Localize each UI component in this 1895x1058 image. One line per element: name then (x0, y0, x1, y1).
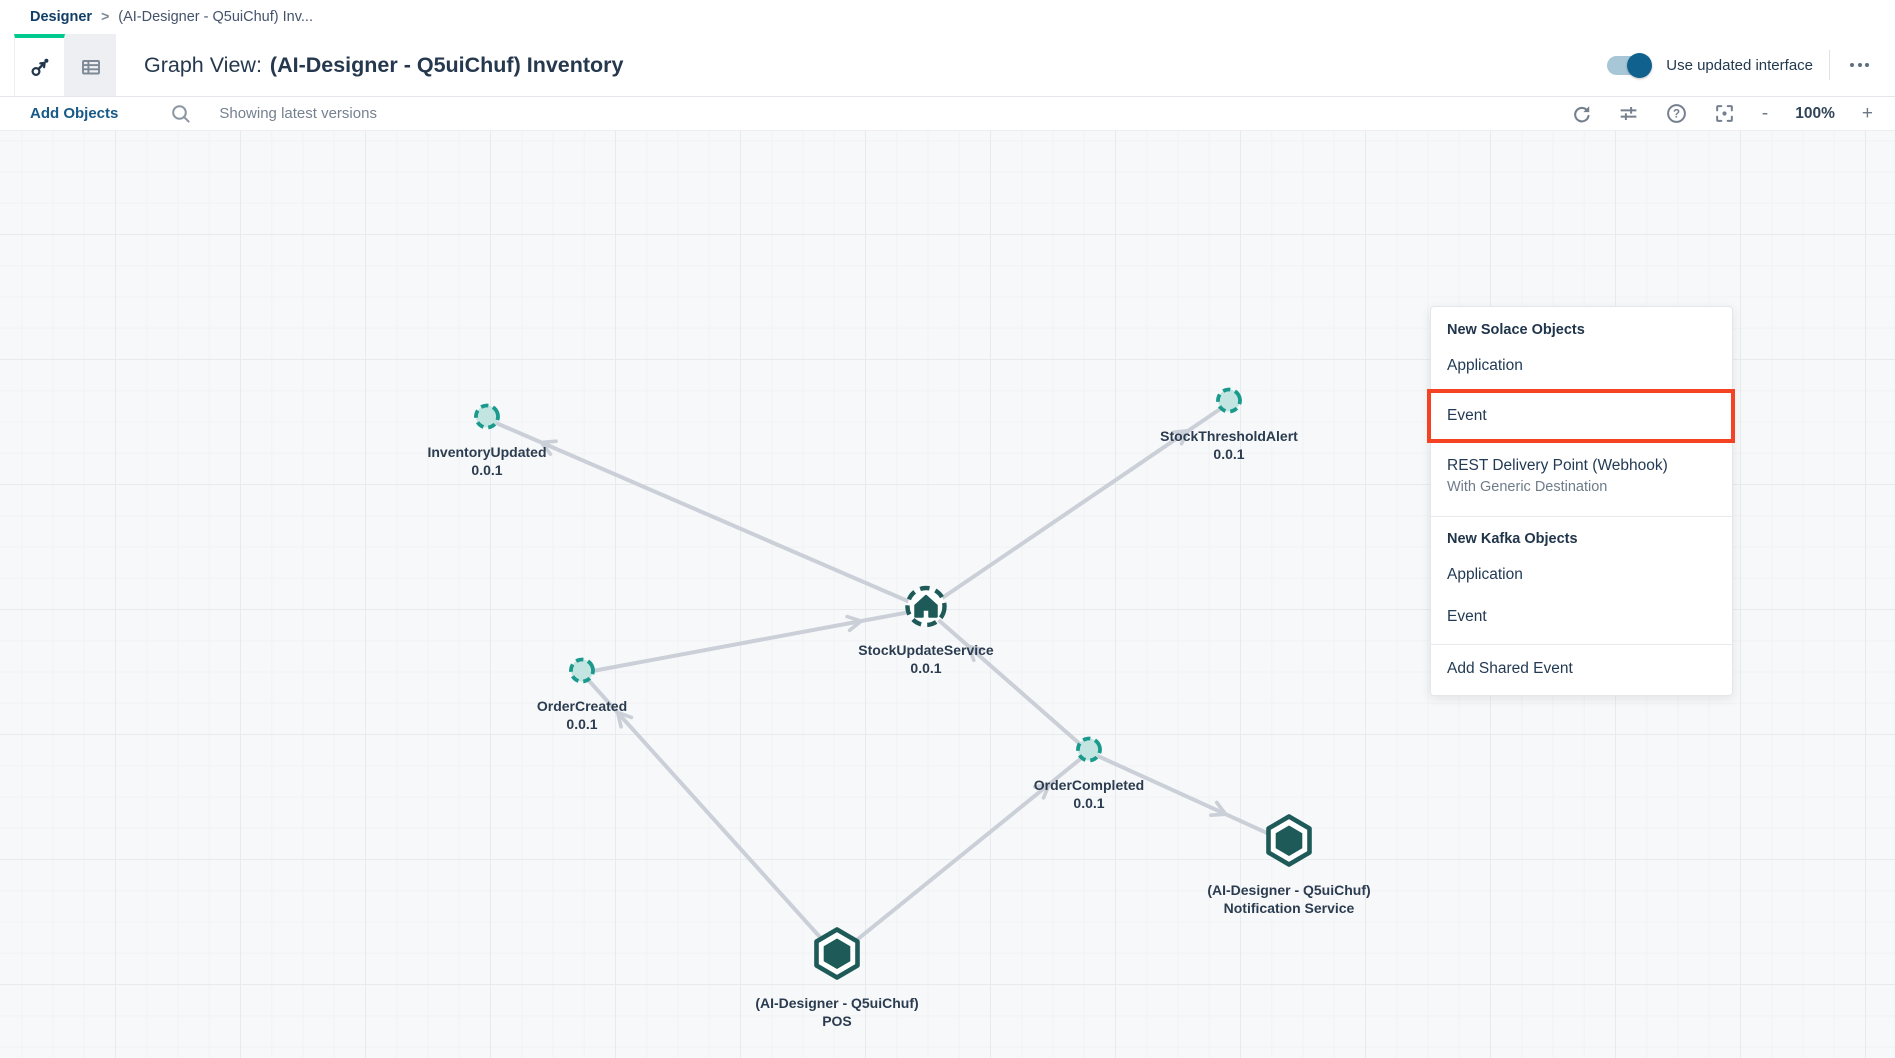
menu-item-label: REST Delivery Point (Webhook) (1447, 457, 1668, 474)
page-title-name: (AI-Designer - Q5uiChuf) Inventory (269, 52, 624, 77)
svg-text:?: ? (1673, 109, 1680, 121)
zoom-level: 100% (1795, 104, 1835, 122)
view-tabs (14, 34, 116, 96)
status-text: Showing latest versions (219, 105, 377, 122)
refresh-icon[interactable] (1570, 103, 1591, 124)
graph-node-OrderCreated[interactable] (565, 654, 599, 693)
graph-node-POS[interactable] (808, 923, 866, 990)
header: Graph View: (AI-Designer - Q5uiChuf) Inv… (0, 34, 1895, 97)
application-hexagon-icon (1266, 814, 1312, 867)
page-title-prefix: Graph View: (144, 52, 262, 77)
menu-item-solace-event[interactable]: Event (1427, 389, 1735, 443)
graph-edges (485, 401, 1291, 958)
application-service-icon (905, 585, 947, 628)
menu-divider (1431, 644, 1732, 645)
add-objects-context-menu: New Solace Objects Application Event RES… (1427, 306, 1735, 696)
menu-item-kafka-application[interactable]: Application (1447, 566, 1523, 583)
tab-table-view[interactable] (65, 34, 116, 96)
tab-graph-view[interactable] (14, 34, 65, 96)
toggle-knob (1627, 52, 1653, 78)
menu-item-add-shared-event[interactable]: Add Shared Event (1447, 660, 1573, 677)
add-objects-button[interactable]: Add Objects (30, 105, 119, 122)
event-node-icon (1216, 387, 1242, 414)
graph-node-InventoryUpdated[interactable] (470, 400, 504, 439)
graph-node-NotificationService[interactable] (1260, 810, 1318, 877)
breadcrumb-designer-link[interactable]: Designer (30, 9, 93, 25)
breadcrumb-current: (AI-Designer - Q5uiChuf) Inv... (118, 9, 313, 25)
help-icon[interactable]: ? (1666, 103, 1687, 124)
fit-to-screen-icon[interactable] (1714, 103, 1735, 124)
filter-settings-icon[interactable] (1618, 103, 1639, 124)
graph-node-StockThresholdAlert[interactable] (1212, 384, 1246, 423)
event-node-icon (1076, 736, 1102, 763)
graph-node-OrderCompleted[interactable] (1072, 733, 1106, 772)
zoom-in-button[interactable]: + (1861, 103, 1873, 124)
menu-item-rest-delivery-point[interactable]: REST Delivery Point (Webhook) With Gener… (1431, 445, 1732, 508)
page-title: Graph View: (AI-Designer - Q5uiChuf) Inv… (144, 34, 624, 96)
menu-header-solace: New Solace Objects (1447, 322, 1585, 338)
more-options-icon[interactable] (1846, 57, 1873, 73)
header-right: Use updated interface (1607, 34, 1895, 96)
toolbar-right: ? - 100% + (1570, 103, 1873, 124)
graph-node-StockUpdateService[interactable] (899, 580, 953, 639)
graph-canvas[interactable]: New Solace Objects Application Event RES… (0, 130, 1895, 1058)
menu-item-kafka-event[interactable]: Event (1447, 608, 1487, 625)
event-node-icon (569, 657, 595, 684)
search-icon[interactable] (170, 103, 192, 125)
table-view-icon (81, 60, 100, 75)
menu-header-kafka: New Kafka Objects (1447, 531, 1578, 547)
toolbar: Add Objects Showing latest versions ? - … (0, 97, 1895, 130)
menu-item-solace-application[interactable]: Application (1447, 357, 1523, 374)
home-icon (914, 594, 938, 618)
header-divider (1829, 50, 1830, 80)
menu-item-sublabel: With Generic Destination (1447, 479, 1608, 495)
menu-divider (1431, 516, 1732, 517)
event-node-icon (474, 403, 500, 430)
breadcrumb-separator-icon: > (101, 8, 110, 24)
breadcrumb: Designer > (AI-Designer - Q5uiChuf) Inv.… (0, 0, 1895, 34)
zoom-out-button[interactable]: - (1761, 103, 1769, 124)
updated-interface-toggle[interactable] (1607, 52, 1653, 78)
toggle-label: Use updated interface (1666, 56, 1813, 74)
application-hexagon-icon (814, 927, 860, 980)
graph-view-icon (30, 58, 48, 77)
search-area: Showing latest versions (170, 103, 377, 125)
